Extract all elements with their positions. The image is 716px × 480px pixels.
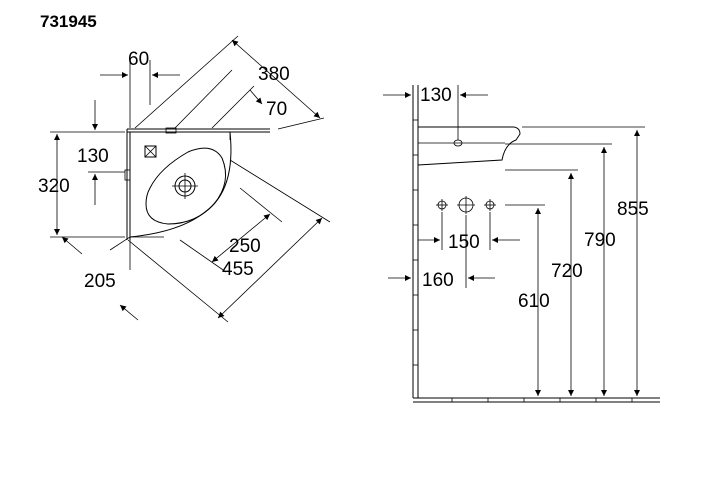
dim-320: 320 — [38, 176, 70, 197]
dim-455: 455 — [222, 259, 254, 280]
fixing-top — [165, 127, 177, 134]
dim-60: 60 — [128, 49, 149, 70]
basin-bowl — [145, 147, 227, 225]
dim-130-plan: 130 — [77, 146, 109, 167]
basin-profile — [417, 126, 521, 166]
dim-720: 720 — [551, 261, 583, 282]
dim-790: 790 — [584, 230, 616, 251]
dim-70: 70 — [266, 99, 287, 120]
side-view: 130 150 160 610 720 — [383, 85, 660, 403]
dim-205: 205 — [84, 271, 116, 292]
dim-150: 150 — [448, 232, 480, 253]
plan-view: 60 380 70 130 320 205 250 — [38, 35, 331, 323]
floor-hatching — [451, 398, 633, 402]
dim-610: 610 — [518, 291, 550, 312]
dim-250: 250 — [229, 236, 261, 257]
dim-380: 380 — [258, 64, 290, 85]
dim-855: 855 — [617, 199, 649, 220]
tap-hole — [144, 145, 157, 158]
wall-hatching — [413, 119, 418, 366]
product-code: 731945 — [40, 12, 97, 31]
dim-160: 160 — [422, 270, 454, 291]
fixing-left — [124, 169, 131, 181]
dim-130-side: 130 — [420, 85, 452, 106]
connections — [436, 196, 496, 214]
